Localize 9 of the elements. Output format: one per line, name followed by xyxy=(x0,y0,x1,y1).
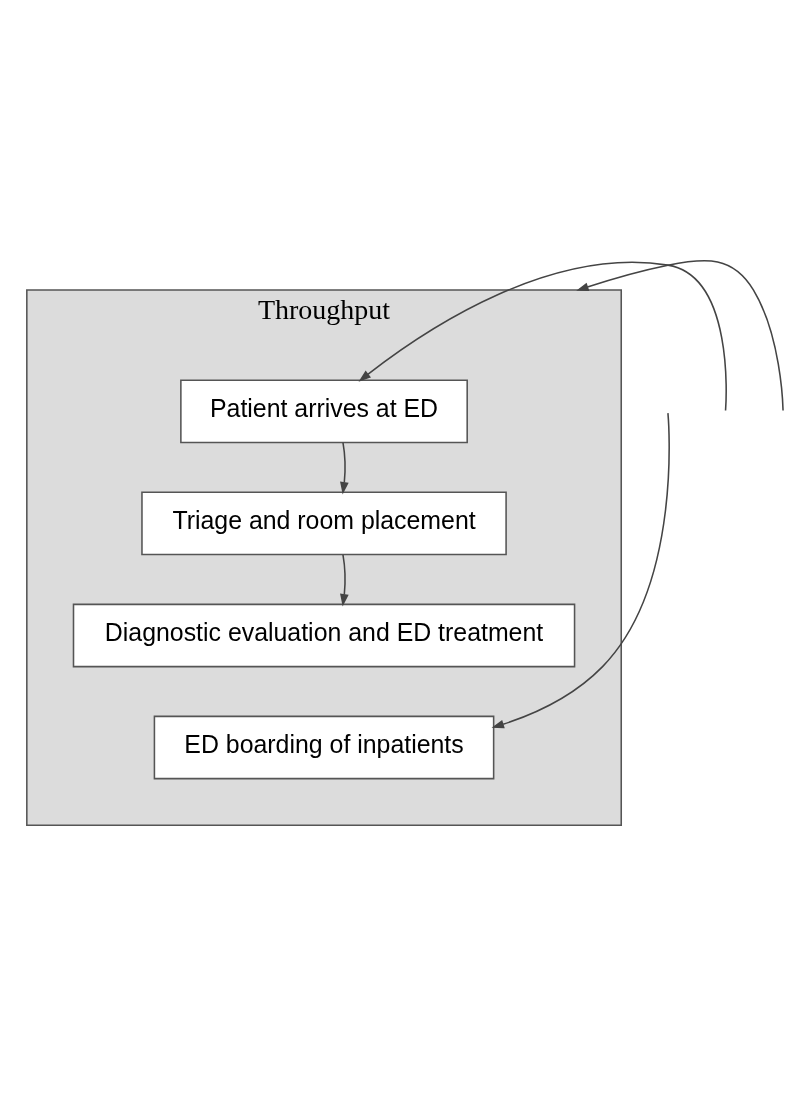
node-box: Triage and room placement xyxy=(141,491,507,556)
arrow xyxy=(358,261,727,412)
arrow xyxy=(491,412,670,729)
arrow xyxy=(340,554,349,607)
arrow xyxy=(340,441,349,495)
node-box: ED boarding of inpatients xyxy=(153,715,495,780)
node-box: Patient arrives at ED xyxy=(180,379,468,444)
node-box: Diagnostic evaluation and ED treatment xyxy=(72,603,576,668)
arrow xyxy=(576,259,784,412)
